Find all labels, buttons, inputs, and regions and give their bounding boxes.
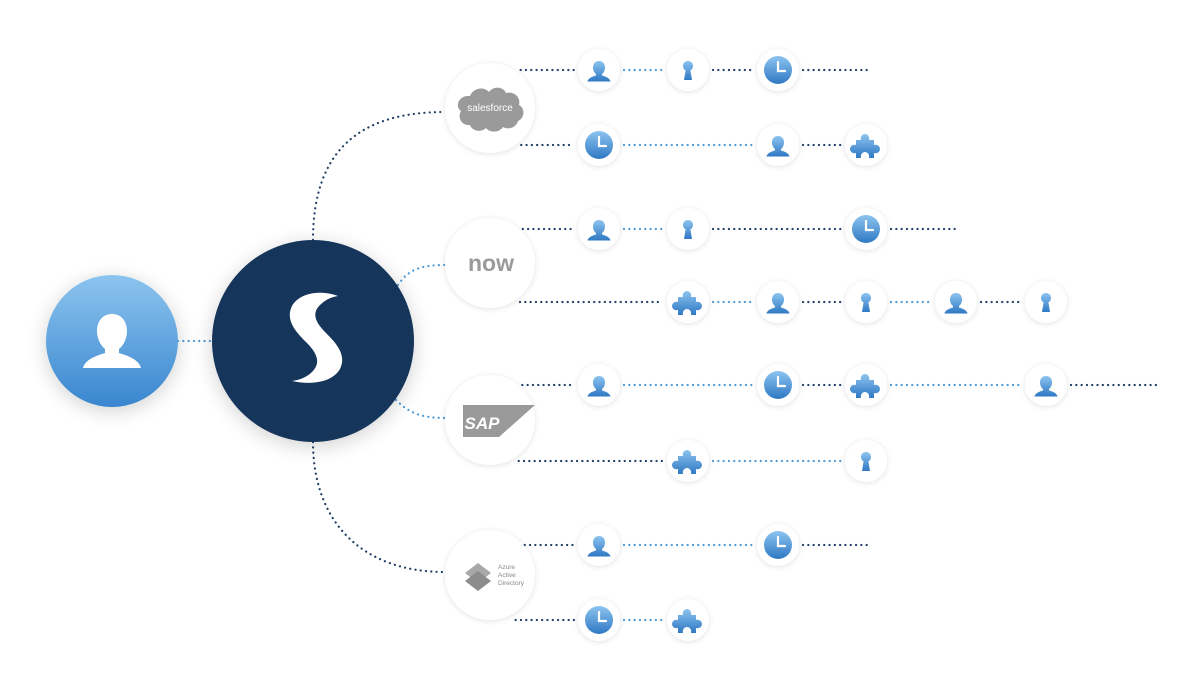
- permission-node-clock[interactable]: [757, 524, 799, 566]
- permission-node-clock[interactable]: [757, 49, 799, 91]
- permission-nodes: [578, 49, 1067, 641]
- key-icon: [861, 452, 871, 471]
- permission-node-puzzle[interactable]: [667, 599, 709, 641]
- permission-node-user[interactable]: [1025, 364, 1067, 406]
- app-azure-ad[interactable]: Azure Active Directory: [445, 530, 535, 620]
- permission-node-puzzle[interactable]: [667, 281, 709, 323]
- key-icon: [683, 61, 693, 80]
- permission-node-user[interactable]: [578, 524, 620, 566]
- clock-icon: [585, 131, 613, 159]
- permission-node-user[interactable]: [757, 124, 799, 166]
- puzzle-icon: [850, 134, 880, 158]
- permission-node-key[interactable]: [667, 208, 709, 250]
- azure-logo-line-2: Active: [498, 572, 516, 579]
- permission-node-key[interactable]: [845, 281, 887, 323]
- app-sap[interactable]: SAP: [445, 375, 535, 465]
- sap-logo-text: SAP: [465, 414, 501, 433]
- puzzle-icon: [672, 450, 702, 474]
- permission-node-user[interactable]: [935, 281, 977, 323]
- permission-node-user[interactable]: [757, 281, 799, 323]
- user-icon: [766, 136, 790, 157]
- puzzle-icon: [850, 374, 880, 398]
- azure-logo-line-1: Azure: [498, 564, 515, 571]
- salesforce-logo-text: salesforce: [467, 103, 513, 114]
- user-icon: [1034, 376, 1058, 397]
- permission-node-clock[interactable]: [578, 124, 620, 166]
- permission-node-puzzle[interactable]: [845, 124, 887, 166]
- clock-icon: [764, 56, 792, 84]
- sap-logo-icon: SAP: [463, 405, 535, 437]
- puzzle-icon: [672, 609, 702, 633]
- permission-node-puzzle[interactable]: [845, 364, 887, 406]
- clock-icon: [585, 606, 613, 634]
- key-icon: [861, 293, 871, 312]
- user-icon: [587, 220, 611, 241]
- key-icon: [1041, 293, 1051, 312]
- hub-node[interactable]: [212, 240, 414, 442]
- permission-node-user[interactable]: [578, 49, 620, 91]
- user-icon: [587, 376, 611, 397]
- user-icon: [587, 536, 611, 557]
- permission-node-clock[interactable]: [757, 364, 799, 406]
- puzzle-icon: [672, 291, 702, 315]
- azure-logo-icon: [465, 563, 491, 591]
- azure-logo-line-3: Directory: [498, 580, 525, 587]
- servicenow-logo-text: now: [468, 250, 514, 276]
- app-nodes: salesforce now SAP Azure Active Director: [445, 63, 535, 620]
- user-icon: [83, 314, 141, 368]
- user-icon: [587, 61, 611, 82]
- dotted-connector: [311, 110, 447, 242]
- permission-node-clock[interactable]: [578, 599, 620, 641]
- clock-icon: [852, 215, 880, 243]
- dotted-connector: [311, 440, 447, 574]
- clock-icon: [764, 371, 792, 399]
- user-icon: [944, 293, 968, 314]
- key-icon: [683, 220, 693, 239]
- permission-node-key[interactable]: [667, 49, 709, 91]
- app-salesforce[interactable]: salesforce: [445, 63, 535, 153]
- clock-icon: [764, 531, 792, 559]
- permission-node-key[interactable]: [1025, 281, 1067, 323]
- user-node[interactable]: [46, 275, 178, 407]
- hub-logo-icon: [289, 292, 343, 383]
- dotted-connector: [396, 263, 447, 287]
- permission-node-user[interactable]: [578, 208, 620, 250]
- permission-node-user[interactable]: [578, 364, 620, 406]
- user-icon: [766, 293, 790, 314]
- salesforce-logo-icon: salesforce: [457, 87, 524, 132]
- permission-node-puzzle[interactable]: [667, 440, 709, 482]
- dotted-connector: [394, 398, 447, 420]
- permission-node-key[interactable]: [845, 440, 887, 482]
- permission-node-clock[interactable]: [845, 208, 887, 250]
- app-servicenow[interactable]: now: [445, 218, 535, 308]
- connector-lines: [176, 68, 1160, 622]
